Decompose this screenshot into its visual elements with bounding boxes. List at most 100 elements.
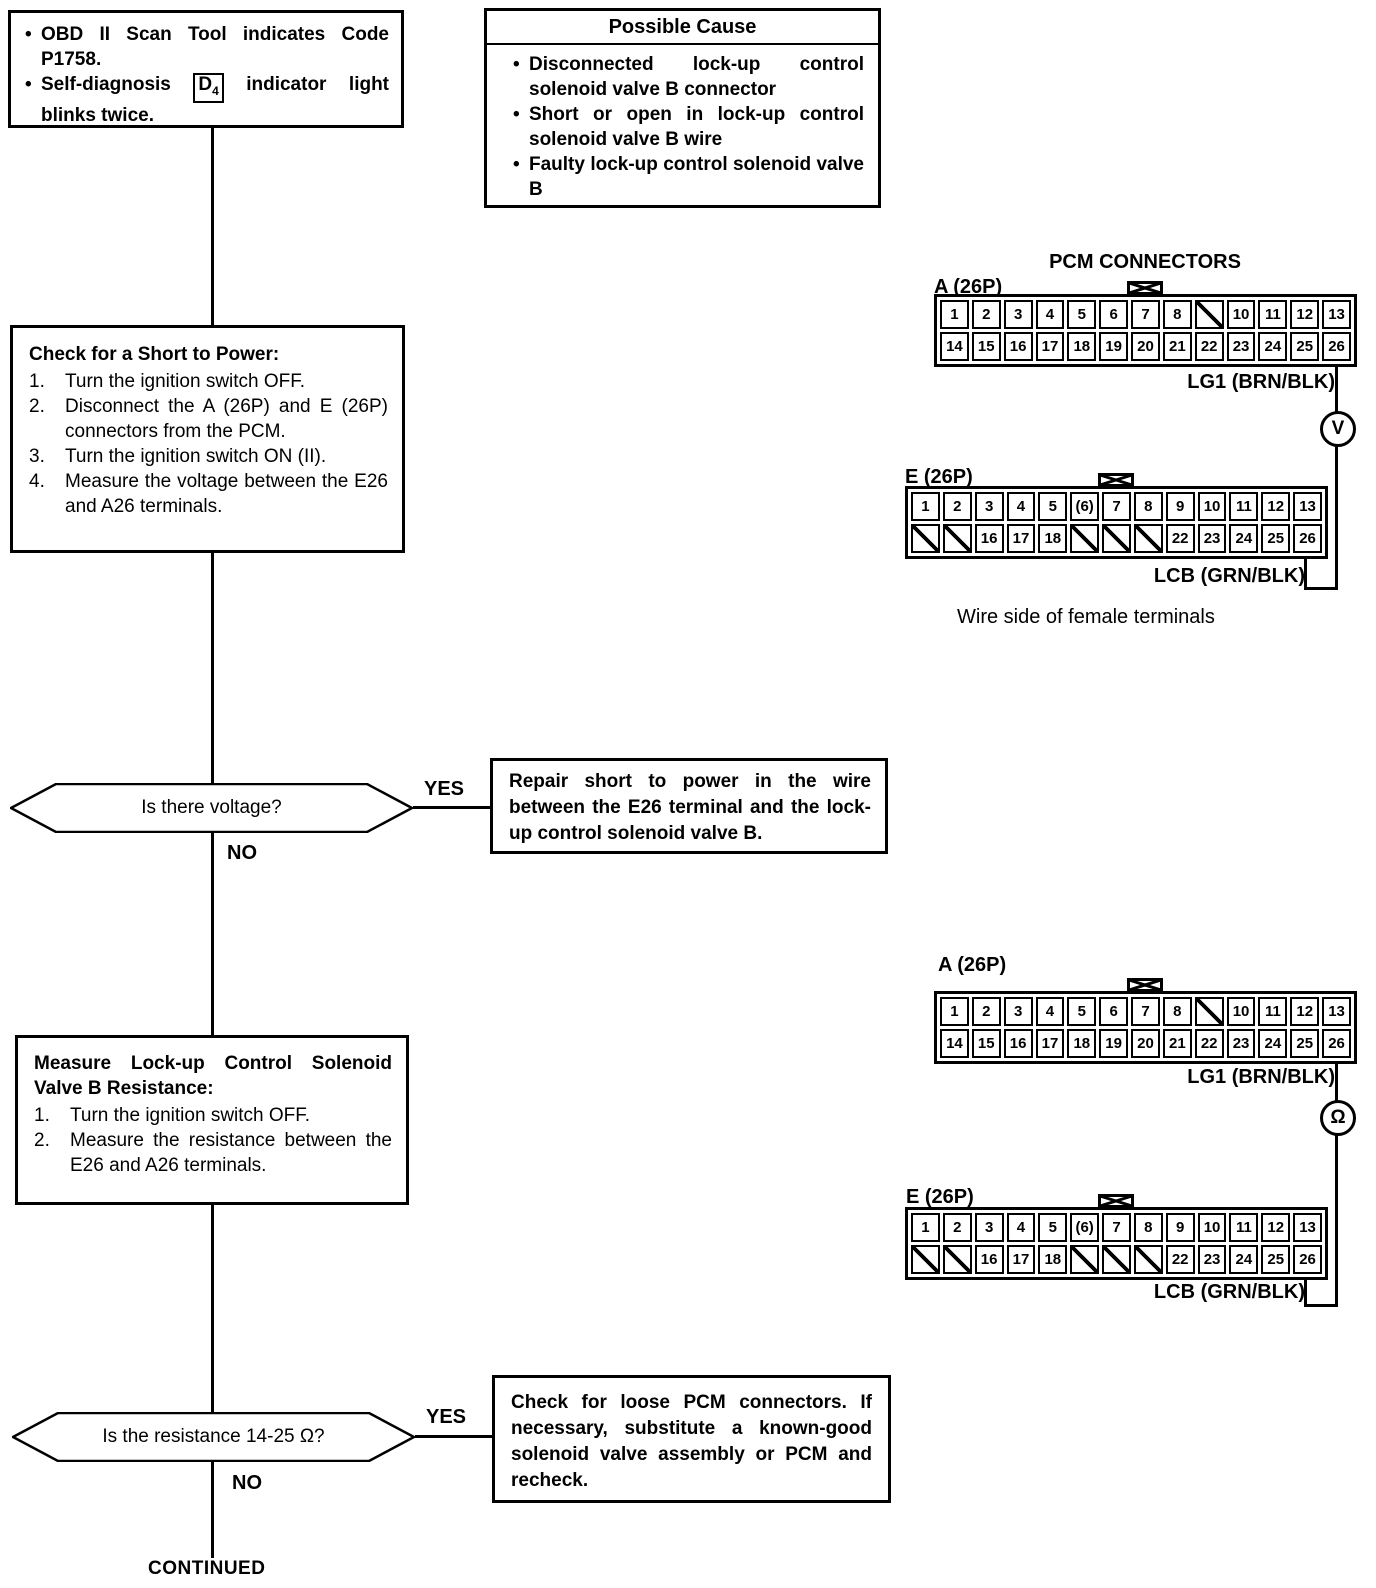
pin-cell-7: 7 (1131, 300, 1160, 329)
check-short-box: Check for a Short to Power: 1.Turn the i… (10, 325, 405, 553)
pin-cell-25: 25 (1261, 1245, 1291, 1274)
possible-cause-list: Disconnected lock-up control solenoid va… (487, 45, 878, 202)
pin-cell-13: 13 (1322, 997, 1351, 1026)
pin-cell-20: 20 (1131, 1029, 1160, 1058)
pin-cell-4: 4 (1035, 300, 1065, 329)
symptom-item-2: Self-diagnosis D4 indicator light blinks… (21, 72, 389, 128)
pin-cell-9: 9 (1165, 1213, 1195, 1242)
ohmmeter-icon: Ω (1320, 1100, 1356, 1136)
pin-cell-8: 8 (1133, 1213, 1163, 1242)
empty-pin-cell (1070, 524, 1100, 553)
pin-cell-3: 3 (974, 1213, 1004, 1242)
possible-cause-item: Short or open in lock-up control solenoi… (509, 102, 864, 152)
pin-cell-3: 3 (974, 492, 1004, 521)
no-label: NO (227, 842, 257, 864)
pin-cell-11: 11 (1229, 1213, 1259, 1242)
repair-short-text: Repair short to power in the wire betwee… (509, 771, 871, 844)
pin-cell-8: 8 (1133, 492, 1163, 521)
pin-cell-18: 18 (1067, 332, 1097, 361)
procedure-step: 1.Turn the ignition switch OFF. (29, 371, 306, 392)
pin-cell-12: 12 (1290, 300, 1320, 329)
pin-cell-5: 5 (1038, 492, 1068, 521)
pin-cell-26: 26 (1293, 524, 1322, 553)
wire-segment (1304, 1280, 1307, 1307)
wire-label-lg1: LG1 (BRN/BLK) (1187, 371, 1335, 393)
flow-line (211, 128, 214, 325)
decision-resistance: Is the resistance 14-25 Ω? (12, 1412, 415, 1462)
wire-label-lcb: LCB (GRN/BLK) (1153, 565, 1305, 587)
flow-line (415, 1435, 492, 1438)
wire-label-lcb: LCB (GRN/BLK) (1153, 1281, 1305, 1303)
pin-cell-19: 19 (1099, 332, 1129, 361)
measure-resistance-box: Measure Lock-up Control Solenoid Valve B… (15, 1035, 409, 1205)
pin-cell-15: 15 (971, 332, 1001, 361)
pin-cell-22: 22 (1194, 332, 1224, 361)
pin-cell-12: 12 (1261, 492, 1291, 521)
pin-cell-3: 3 (1003, 300, 1033, 329)
pin-cell-2: 2 (971, 300, 1001, 329)
pin-cell-16: 16 (974, 524, 1004, 553)
empty-pin-cell (942, 1245, 972, 1274)
pin-cell-21: 21 (1162, 332, 1192, 361)
pin-cell-5: 5 (1067, 997, 1097, 1026)
decision-voltage: Is there voltage? (10, 783, 413, 833)
pin-cell-13: 13 (1293, 1213, 1322, 1242)
pin-cell-4: 4 (1035, 997, 1065, 1026)
pin-cell-16: 16 (1003, 1029, 1033, 1058)
decision-resistance-question: Is the resistance 14-25 Ω? (102, 1426, 325, 1447)
pin-cell-7: 7 (1102, 492, 1131, 521)
connector-e-label: E (26P) (906, 1186, 974, 1208)
connector-a-label: A (26P) (938, 954, 1007, 976)
pin-cell-6: 6 (1099, 997, 1129, 1026)
pin-cell-15: 15 (971, 1029, 1001, 1058)
pin-cell-9: 9 (1165, 492, 1195, 521)
pin-cell-16: 16 (1003, 332, 1033, 361)
pin-cell-1: 1 (911, 492, 940, 521)
pin-cell-19: 19 (1099, 1029, 1129, 1058)
connector-key-icon (1127, 978, 1163, 992)
pin-cell-16: 16 (974, 1245, 1004, 1274)
pin-cell-23: 23 (1226, 332, 1256, 361)
connector-key-icon (1098, 473, 1134, 487)
symptom-box: OBD II Scan Tool indicates Code P1758. S… (8, 10, 404, 128)
wire-label-lg1: LG1 (BRN/BLK) (1187, 1066, 1335, 1088)
pin-cell-17: 17 (1035, 332, 1065, 361)
pin-cell-5: 5 (1038, 1213, 1068, 1242)
measure-resistance-title: Measure Lock-up Control Solenoid Valve B… (34, 1053, 392, 1099)
flow-line (211, 833, 214, 1035)
pin-cell-18: 18 (1038, 1245, 1068, 1274)
wire-segment (1304, 559, 1307, 590)
pin-cell-2: 2 (971, 997, 1001, 1026)
flow-line (413, 806, 490, 809)
empty-pin-cell (1102, 1245, 1131, 1274)
possible-cause-title: Possible Cause (487, 11, 878, 45)
empty-pin-cell (1133, 1245, 1163, 1274)
pin-cell-2: 2 (942, 1213, 972, 1242)
procedure-step: 3.Turn the ignition switch ON (II). (29, 446, 327, 467)
empty-pin-cell (911, 524, 940, 553)
pin-cell-25: 25 (1290, 332, 1320, 361)
continued-label: CONTINUED (148, 1558, 266, 1579)
wire-segment (1335, 446, 1338, 590)
connector-a-label: A (26P) (934, 276, 1003, 298)
pin-cell-17: 17 (1006, 524, 1036, 553)
no-label: NO (232, 1472, 262, 1494)
pin-cell-13: 13 (1293, 492, 1322, 521)
pin-cell-10: 10 (1226, 300, 1256, 329)
pin-cell-4: 4 (1006, 1213, 1036, 1242)
pin-cell-22: 22 (1165, 1245, 1195, 1274)
pin-cell-11: 11 (1258, 300, 1288, 329)
procedure-step: 4.Measure the voltage between the E26 an… (29, 471, 388, 517)
procedure-step: 1.Turn the ignition switch OFF. (34, 1105, 311, 1126)
pin-cell-11: 11 (1258, 997, 1288, 1026)
yes-label: YES (424, 778, 465, 800)
pin-cell-10: 10 (1197, 492, 1227, 521)
pin-cell-26: 26 (1293, 1245, 1322, 1274)
connector-e-label: E (26P) (905, 466, 973, 488)
pin-cell-14: 14 (940, 332, 969, 361)
empty-pin-cell (1194, 997, 1224, 1026)
pin-cell-25: 25 (1261, 524, 1291, 553)
